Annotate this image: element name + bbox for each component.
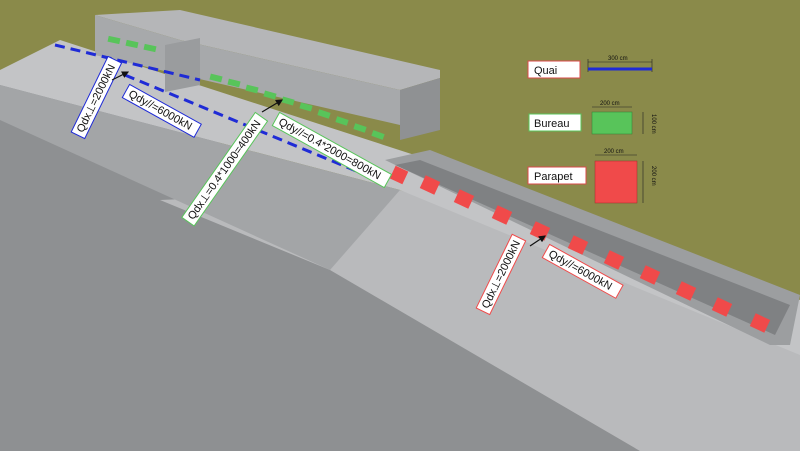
quai-line-upper — [54, 43, 201, 82]
legend-quai-label: Quai — [534, 65, 557, 77]
legend-parapet-height-dim: 200 cm — [650, 166, 656, 186]
building-side — [400, 78, 440, 140]
parapet-qdx-arrow — [529, 235, 546, 247]
building-roof — [95, 10, 440, 90]
legend-bureau-width-dim: 200 cm — [600, 101, 620, 107]
bureau-qdx-arrow — [261, 99, 284, 113]
quai-qdx-arrow — [111, 71, 130, 81]
legend-bureau-swatch — [591, 111, 633, 135]
legend-bureau-box — [528, 113, 582, 132]
building-front — [95, 15, 400, 125]
legend-quai-box — [527, 60, 581, 79]
legend-quai-dim: 300 cm — [608, 56, 628, 62]
bureau-blocks-upper — [107, 35, 157, 53]
bureau-blocks-lower — [209, 73, 385, 140]
legend-bureau-height-dim: 100 cm — [650, 114, 656, 134]
legend-parapet-width-dim: 200 cm — [604, 149, 624, 155]
legend-parapet-label: Parapet — [534, 171, 573, 183]
parapet-blocks — [389, 165, 771, 333]
legend-parapet-box — [527, 166, 587, 185]
legend-bureau-label: Bureau — [534, 118, 569, 130]
legend-parapet-swatch — [594, 160, 638, 204]
deck-edge — [0, 85, 400, 270]
building-tower — [165, 38, 200, 92]
